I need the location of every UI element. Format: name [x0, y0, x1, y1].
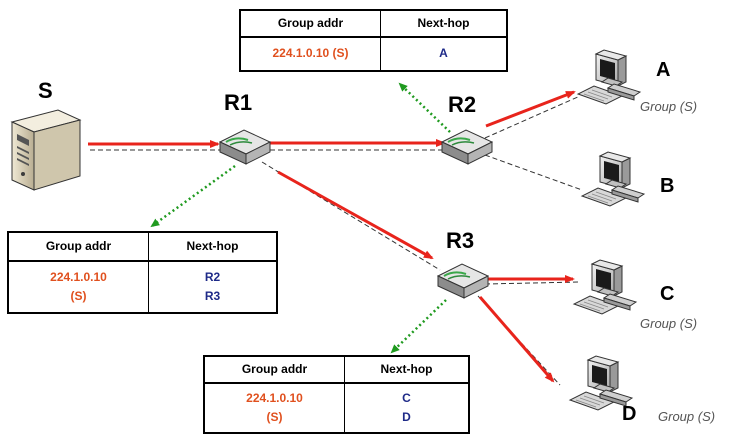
pointer-r1-table [150, 164, 236, 228]
next-hop-line: D [402, 409, 411, 424]
server-icon [10, 109, 82, 191]
host-a-label: A [656, 59, 671, 81]
table-header-next-hop: Next-hop [380, 10, 507, 38]
desktop-computer-icon-a [577, 49, 641, 105]
source-label: S [38, 78, 53, 103]
group-addr-line: 224.1.0.10 (S) [272, 46, 349, 61]
routing-table-r2: Group addr Next-hop 224.1.0.10 (S) A [239, 9, 508, 72]
router-icon-r3 [437, 263, 489, 299]
table-header-group-addr: Group addr [8, 232, 149, 262]
mcast-arrow-r1-r3 [277, 170, 434, 260]
group-addr-line: (S) [266, 409, 283, 424]
table-header-group-addr: Group addr [204, 356, 345, 384]
host-a-group-note: Group (S) [640, 99, 698, 114]
multicast-paths [88, 90, 576, 383]
host-d-label: D [622, 403, 637, 425]
host-b-label: B [660, 175, 675, 197]
router-r3-label: R3 [446, 228, 475, 253]
mcast-arrow-r2-a [485, 90, 576, 128]
routing-table-r3: Group addr Next-hop 224.1.0.10 (S) C D [203, 355, 470, 434]
group-addr-line: 224.1.0.10 [50, 269, 107, 284]
next-hop-line: R2 [204, 269, 221, 284]
group-addr-cell: 224.1.0.10 (S) [8, 260, 149, 313]
desktop-computer-icon-d [569, 355, 633, 411]
group-addr-cell: 224.1.0.10 (S) [240, 36, 381, 71]
router-icon-r1 [219, 129, 271, 165]
table-header-next-hop: Next-hop [148, 232, 277, 262]
group-addr-cell: 224.1.0.10 (S) [204, 382, 345, 433]
routing-table-r1: Group addr Next-hop 224.1.0.10 (S) R2 R3 [7, 231, 278, 314]
next-hop-line: A [439, 46, 448, 61]
group-addr-line: 224.1.0.10 [246, 390, 303, 405]
table-header-group-addr: Group addr [240, 10, 381, 38]
router-r1-label: R1 [224, 90, 253, 115]
link-r2-b [484, 154, 583, 191]
pointer-r2-table [398, 82, 451, 133]
mcast-arrow-r3-d [478, 296, 555, 383]
router-r2-label: R2 [448, 92, 477, 117]
host-d-group-note: Group (S) [658, 409, 716, 424]
group-addr-line: (S) [70, 288, 87, 303]
next-hop-cell: C D [344, 382, 469, 433]
table-header-next-hop: Next-hop [344, 356, 469, 384]
link-r3-c [484, 281, 581, 285]
router-icon-r2 [441, 129, 493, 165]
pointer-r3-table [390, 299, 447, 354]
next-hop-line: R3 [204, 288, 221, 303]
desktop-computer-icon-c [573, 259, 637, 315]
next-hop-cell: A [380, 36, 507, 71]
next-hop-cell: R2 R3 [148, 260, 277, 313]
desktop-computer-icon-b [581, 151, 645, 207]
table-pointers [150, 82, 451, 354]
host-c-group-note: Group (S) [640, 316, 698, 331]
link-r2-a [484, 95, 581, 139]
host-c-label: C [660, 283, 675, 305]
next-hop-line: C [402, 390, 411, 405]
